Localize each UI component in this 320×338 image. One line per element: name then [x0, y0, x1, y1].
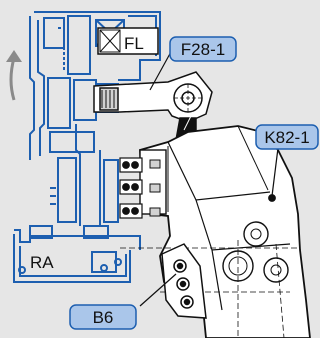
- rotation-arrow: [6, 50, 22, 101]
- callout-b6-label: B6: [93, 308, 114, 327]
- fl-label: FL: [124, 34, 144, 53]
- bracket-f28: [93, 71, 213, 141]
- callout-f28-label: F28-1: [181, 40, 225, 59]
- ra-label: RA: [30, 253, 54, 272]
- callout-k82: K82-1: [255, 124, 319, 150]
- callout-f28: F28-1: [169, 36, 237, 62]
- callout-leaders: [139, 49, 279, 307]
- bolt-plate-b6: [161, 243, 207, 319]
- fl-glazing-box: [97, 27, 159, 55]
- callout-k82-label: K82-1: [264, 128, 309, 147]
- motor-housing-k82: [119, 125, 311, 338]
- terminal-blocks: [119, 157, 161, 219]
- callout-b6: B6: [69, 304, 137, 330]
